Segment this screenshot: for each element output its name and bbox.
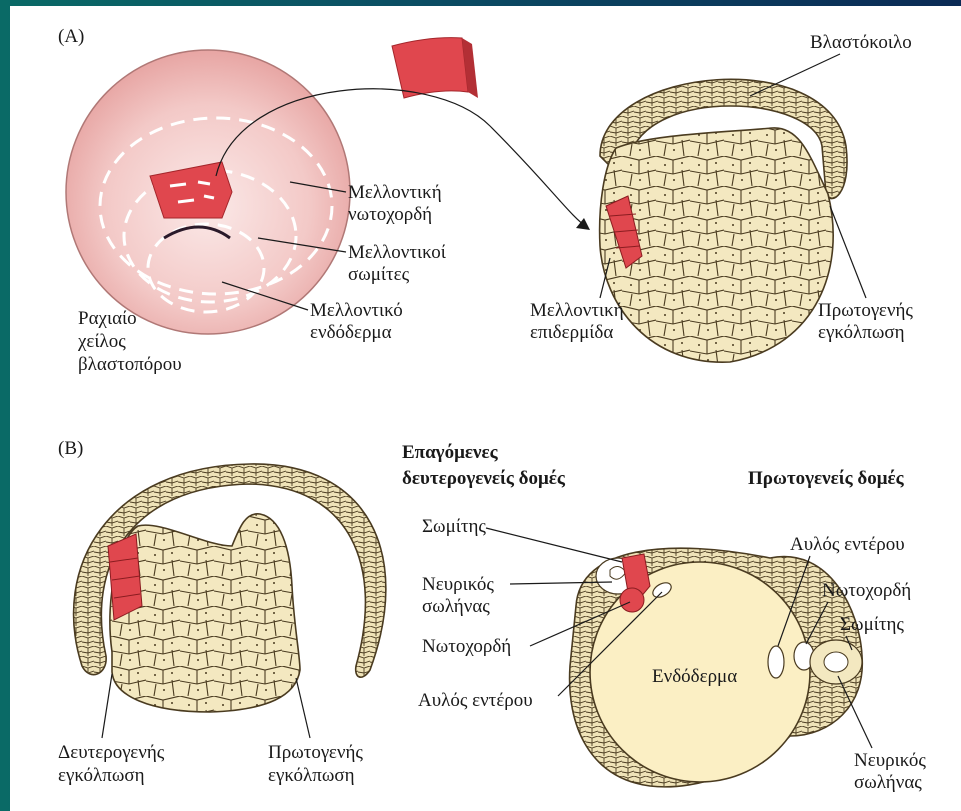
label-neural-tube-left-2: σωλήνας xyxy=(422,596,490,617)
label-neural-tube-right-2: σωλήνας xyxy=(854,772,922,793)
label-dorsal-lip-1: Ραχιαίο xyxy=(78,308,137,329)
label-notochord-left: Νωτοχορδή xyxy=(422,636,511,657)
induced-heading-1: Επαγόμενες xyxy=(402,442,499,463)
label-notochord-right: Νωτοχορδή xyxy=(822,580,911,601)
label-primary-invagination-b-2: εγκόλπωση xyxy=(268,765,355,786)
primary-heading: Πρωτογενείς δομές xyxy=(748,468,905,489)
panel-a-label: (A) xyxy=(58,26,84,47)
label-future-endoderm-2: ενδόδερμα xyxy=(310,322,392,343)
embryo-sphere xyxy=(66,50,350,334)
diagram-canvas: (A) Βλαστόκοιλο Μελλοντική νωτοχορδή Μελ… xyxy=(10,6,961,811)
label-neural-tube-left-1: Νευρικός xyxy=(422,574,494,595)
label-dorsal-lip-2: χείλος xyxy=(77,331,126,352)
label-primary-invagination-b-1: Πρωτογενής xyxy=(268,742,363,763)
label-future-notochord-1: Μελλοντική xyxy=(348,182,442,203)
label-future-notochord-2: νωτοχορδή xyxy=(348,204,432,225)
label-dorsal-lip-3: βλαστοπόρου xyxy=(78,354,182,375)
label-somite-right: Σωμίτης xyxy=(840,614,904,635)
label-neural-tube-right-1: Νευρικός xyxy=(854,750,926,771)
label-future-endoderm-1: Μελλοντικό xyxy=(310,300,403,321)
gastrula-a xyxy=(600,79,847,362)
transplant-piece xyxy=(392,38,468,98)
label-endoderm: Ενδόδερμα xyxy=(652,666,737,687)
label-secondary-invagination-1: Δευτερογενής xyxy=(58,742,165,763)
label-future-epidermis-1: Μελλοντική xyxy=(530,300,624,321)
label-secondary-invagination-2: εγκόλπωση xyxy=(58,765,145,786)
label-blastocoel: Βλαστόκοιλο xyxy=(810,32,912,53)
gastrula-b xyxy=(74,464,386,712)
label-gut-lumen-right: Αυλός εντέρου xyxy=(790,534,905,555)
label-future-somites-1: Μελλοντικοί xyxy=(348,242,447,263)
panel-b-label: (B) xyxy=(58,438,83,459)
label-future-somites-2: σωμίτες xyxy=(348,264,410,285)
label-gut-lumen-left: Αυλός εντέρου xyxy=(418,690,533,711)
label-somite-left: Σωμίτης xyxy=(422,516,486,537)
label-primary-invagination-a-2: εγκόλπωση xyxy=(818,322,905,343)
label-primary-invagination-a-1: Πρωτογενής xyxy=(818,300,913,321)
label-future-epidermis-2: επιδερμίδα xyxy=(530,322,613,343)
induced-heading-2: δευτερογενείς δομές xyxy=(402,468,566,489)
figure-panel: (A) Βλαστόκοιλο Μελλοντική νωτοχορδή Μελ… xyxy=(10,6,961,811)
